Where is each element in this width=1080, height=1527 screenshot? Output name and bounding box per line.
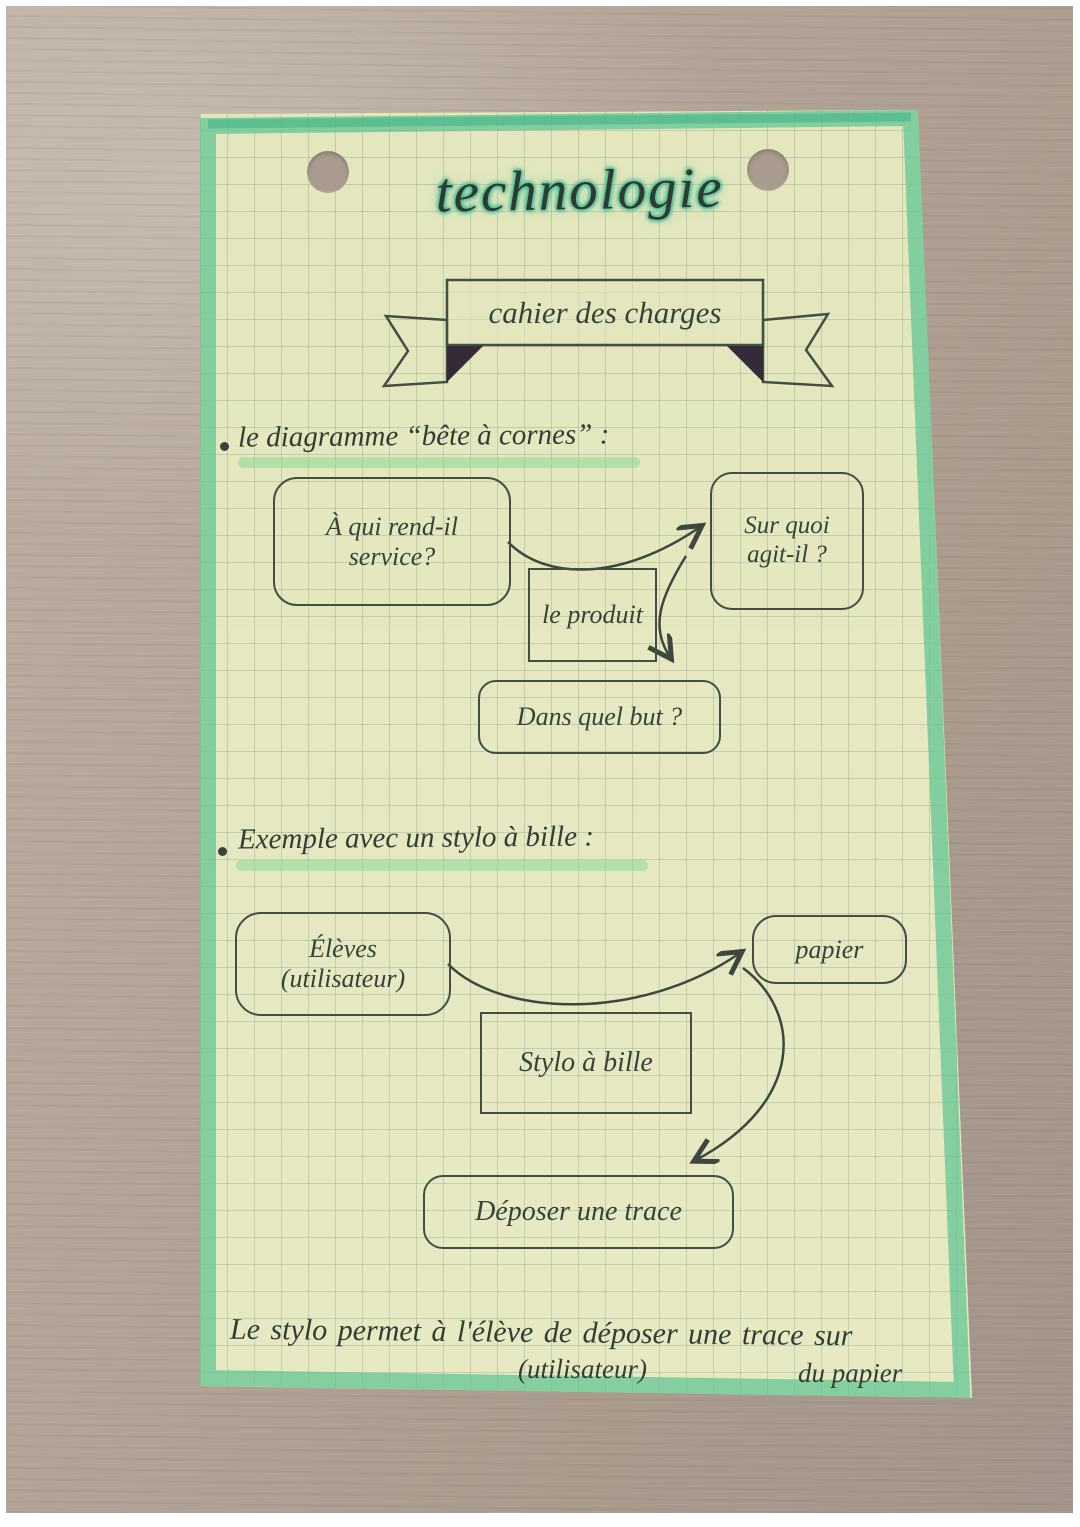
- ribbon-left-tail: [381, 314, 449, 388]
- box-deposer-une-trace: Déposer une trace: [423, 1175, 734, 1249]
- box-a-qui-rend-il-service: À qui rend-il service?: [273, 477, 511, 606]
- arrow-service-to-agit: [507, 527, 700, 571]
- box-papier: papier: [752, 915, 907, 984]
- box-label: agit-il ?: [747, 541, 827, 568]
- box-eleves-utilisateur: Élèves (utilisateur): [235, 912, 451, 1016]
- heading-highlight-underline: [236, 860, 648, 871]
- box-label: papier: [795, 934, 864, 964]
- ribbon-right-tail: [761, 312, 835, 388]
- page-decorations: [200, 110, 971, 1398]
- box-label: Dans quel but ?: [516, 702, 683, 732]
- box-label: Sur quoi: [744, 512, 830, 540]
- box-label: Stylo à bille: [519, 1046, 653, 1078]
- punch-hole-right: [747, 149, 789, 191]
- box-label: le produit: [542, 600, 643, 630]
- green-marker-border: [200, 110, 971, 1398]
- box-sur-quoi-agit-il: Sur quoi agit-il ?: [710, 472, 864, 610]
- box-label: À qui rend-il: [326, 511, 458, 541]
- footer-annotation-du-papier: du papier: [798, 1358, 903, 1388]
- bullet-dot: [220, 442, 229, 451]
- arrow-eleves-to-papier: [447, 953, 740, 1006]
- box-dans-quel-but: Dans quel but ?: [478, 680, 721, 754]
- footer-sentence: Le stylo permet à l'élève de déposer une…: [229, 1312, 853, 1353]
- ribbon-fold-right: [727, 346, 763, 382]
- box-label: Élèves: [309, 934, 377, 964]
- ribbon-panel: [445, 278, 765, 347]
- section-example-heading: Exemple avec un stylo à bille :: [237, 820, 595, 856]
- box-le-produit: le produit: [528, 568, 657, 662]
- box-label: Déposer une trace: [475, 1195, 682, 1227]
- section-diagram-heading: le diagramme “bête à cornes” :: [237, 418, 610, 454]
- punch-hole-left: [307, 151, 349, 193]
- page-title: technologie: [435, 156, 725, 225]
- box-label: service?: [348, 541, 436, 571]
- bullet-dot: [218, 847, 227, 856]
- box-stylo-a-bille: Stylo à bille: [480, 1012, 692, 1114]
- arrow-stylo-to-trace: [696, 966, 785, 1160]
- box-label: (utilisateur): [280, 964, 406, 993]
- ribbon-fold-left: [447, 346, 483, 382]
- green-marker-border-top: [207, 112, 912, 129]
- arrow-produit-to-but: [659, 555, 688, 657]
- notebook-page: technologie cahier des charges le diagra…: [200, 110, 972, 1398]
- heading-highlight-underline: [238, 457, 640, 468]
- banner-label: cahier des charges: [488, 294, 722, 330]
- footer-annotation-utilisateur: (utilisateur): [518, 1354, 647, 1384]
